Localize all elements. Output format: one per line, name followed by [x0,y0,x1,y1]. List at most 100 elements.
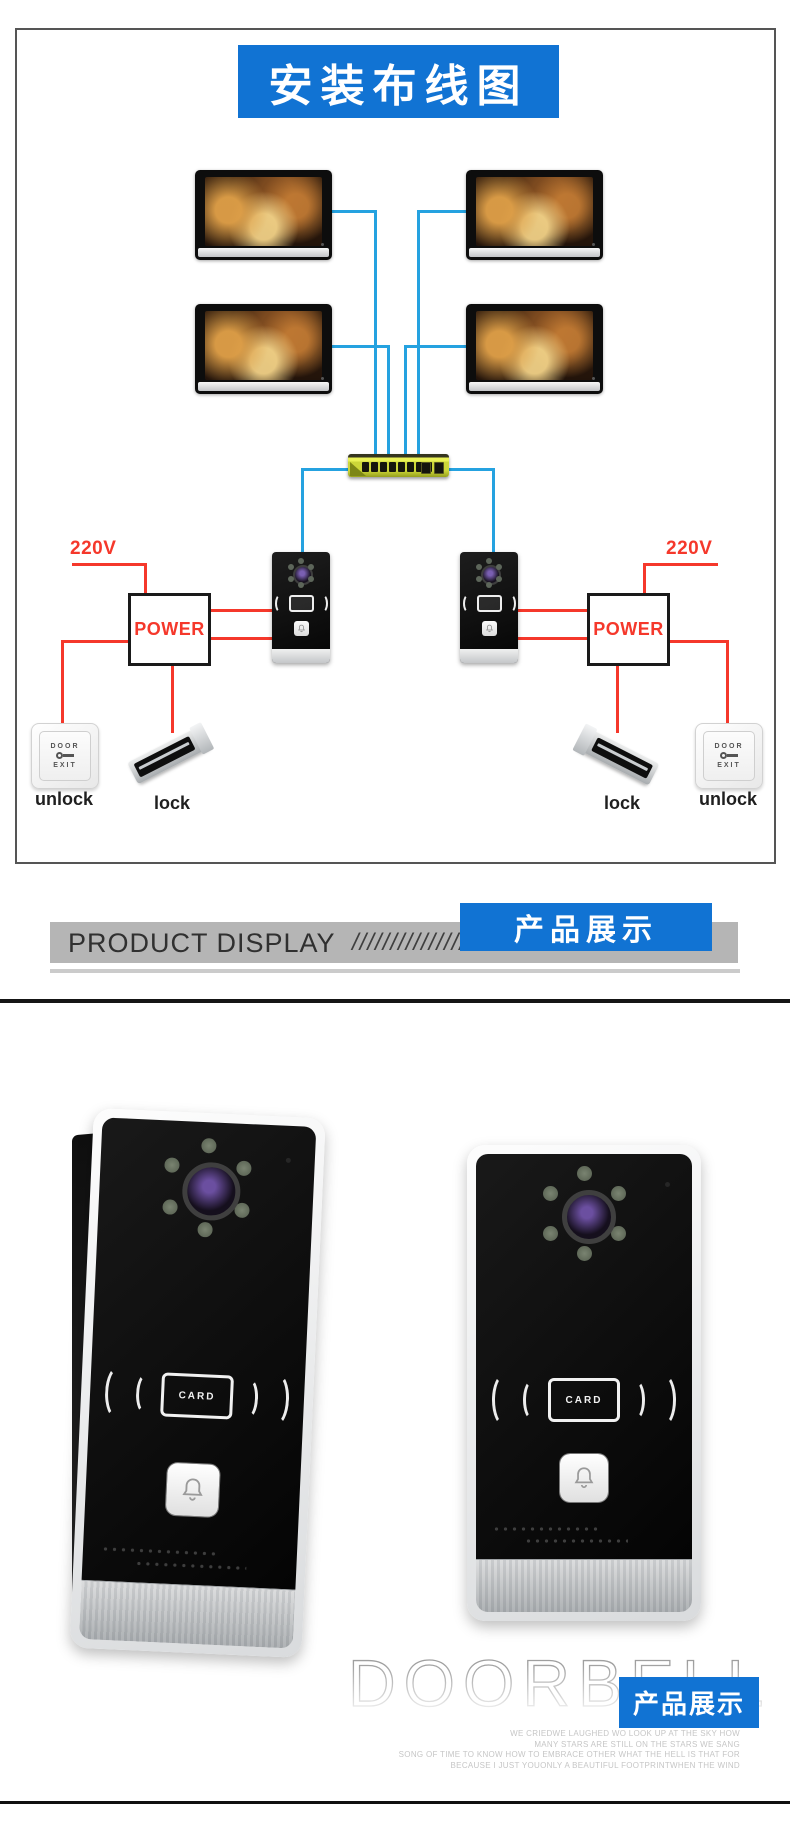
camera-lens [181,1161,242,1222]
caption-text-block: WE CRIEDWE LAUGHED WO LOOK UP AT THE SKY… [290,1729,740,1771]
ir-led [236,1160,252,1177]
power-supply-left: POWER [128,593,211,666]
section-underline [50,969,740,973]
monitor-indicator [321,377,324,380]
monitor-indicator [592,377,595,380]
door-exit-button-right: DOOR EXIT [695,723,763,789]
cable-red [643,563,718,566]
monitor-stand [469,248,600,257]
wave-left-icon [492,1374,516,1426]
speaker-holes [100,1545,220,1558]
door-exit-button-left: DOOR EXIT [31,723,99,789]
ir-led-ring-icon [298,570,304,576]
cable-red [518,637,587,640]
card-icon: CARD [548,1378,620,1422]
poe-switch [348,454,449,477]
ir-led [162,1199,178,1215]
diagram-title-banner: 安装布线图 [238,45,559,118]
ir-led [543,1226,558,1241]
wave-left-icon [103,1365,131,1419]
card-reader-icon [460,593,518,613]
cable-blue [387,345,390,458]
door-exit-text-top: DOOR [50,743,80,750]
bottom-divider-line [0,1801,790,1804]
cable-red [661,640,729,643]
monitor-stand [469,382,600,391]
doorbell-button [560,1454,608,1502]
mic-hole [285,1157,291,1163]
cable-red [616,657,619,733]
monitor-screen-photo [205,311,322,380]
ir-led [197,1221,213,1238]
cable-red [72,563,147,566]
unlock-label-right: unlock [698,789,757,809]
product-base [476,1559,692,1612]
cable-blue [330,210,377,213]
bell-icon [574,1467,594,1489]
cable-red [61,640,64,726]
key-icon [719,752,739,760]
door-exit-panel: DOOR EXIT [39,731,91,781]
indoor-monitor-3 [195,304,332,394]
ir-led [577,1246,592,1261]
cable-red [61,640,129,643]
cable-blue [374,210,377,458]
door-station-right [460,552,518,663]
doorbell-button-icon [482,621,497,636]
monitor-stand [198,248,329,257]
caption-line: BECAUSE I JUST YOUONLY A BEAUTIFUL FOOTP… [450,1760,740,1770]
cable-red [171,657,174,733]
diagram-title: 安装布线图 [268,61,529,111]
cable-blue [404,345,466,348]
cable-blue [330,345,390,348]
product-frame: CARD [69,1108,326,1658]
card-label: CARD [178,1389,216,1403]
monitor-indicator [321,243,324,246]
monitor-stand [198,382,329,391]
monitor-screen-photo [476,311,593,380]
wave-left-icon [462,593,474,613]
ir-led [164,1157,180,1173]
caption-line: SONG OF TIME TO KNOW HOW TO EMBRACE OTHE… [398,1750,740,1759]
cable-red [144,563,147,595]
door-exit-text-bottom: EXIT [53,762,77,769]
product-base [78,1579,296,1649]
key-icon [55,752,75,760]
speaker-holes [134,1560,247,1572]
power-supply-right: POWER [587,593,670,666]
camera-lens-icon [481,565,501,585]
wave-left-icon [523,1380,541,1420]
cable-red [204,609,272,612]
caption-line: WE CRIEDWE LAUGHED WO LOOK UP AT THE SKY… [510,1729,740,1738]
wave-right-icon [239,1377,259,1419]
diagram-border-box [15,28,776,864]
ir-led [611,1186,626,1201]
cable-red [518,609,587,612]
cable-red [643,563,646,595]
wave-left-icon [274,593,286,613]
bell-icon [486,624,493,633]
section-badge-text: 产品展示 [514,914,658,947]
card-icon [288,594,314,612]
power-label: POWER [593,619,664,639]
monitor-indicator [592,243,595,246]
bell-icon [182,1478,203,1501]
cable-red [204,637,272,640]
ir-led-ring-icon [486,570,492,576]
wave-right-icon [263,1373,291,1427]
bell-icon [298,624,305,633]
ir-led [577,1166,592,1181]
lock-label-left: lock [153,793,191,813]
product-face: CARD [81,1117,317,1590]
caption-line: MANY STARS ARE STILL ON THE STARS WE SAN… [534,1739,740,1749]
monitor-screen-photo [205,177,322,246]
door-station-left [272,552,330,663]
card-icon: CARD [160,1372,235,1420]
card-reader-icon [272,593,330,613]
section-badge: 产品展示 [460,903,712,951]
speaker-holes [524,1538,628,1544]
door-exit-panel: DOOR EXIT [703,731,755,781]
wave-right-icon [652,1374,676,1426]
wave-left-icon [135,1373,155,1414]
indoor-monitor-1 [195,170,332,260]
